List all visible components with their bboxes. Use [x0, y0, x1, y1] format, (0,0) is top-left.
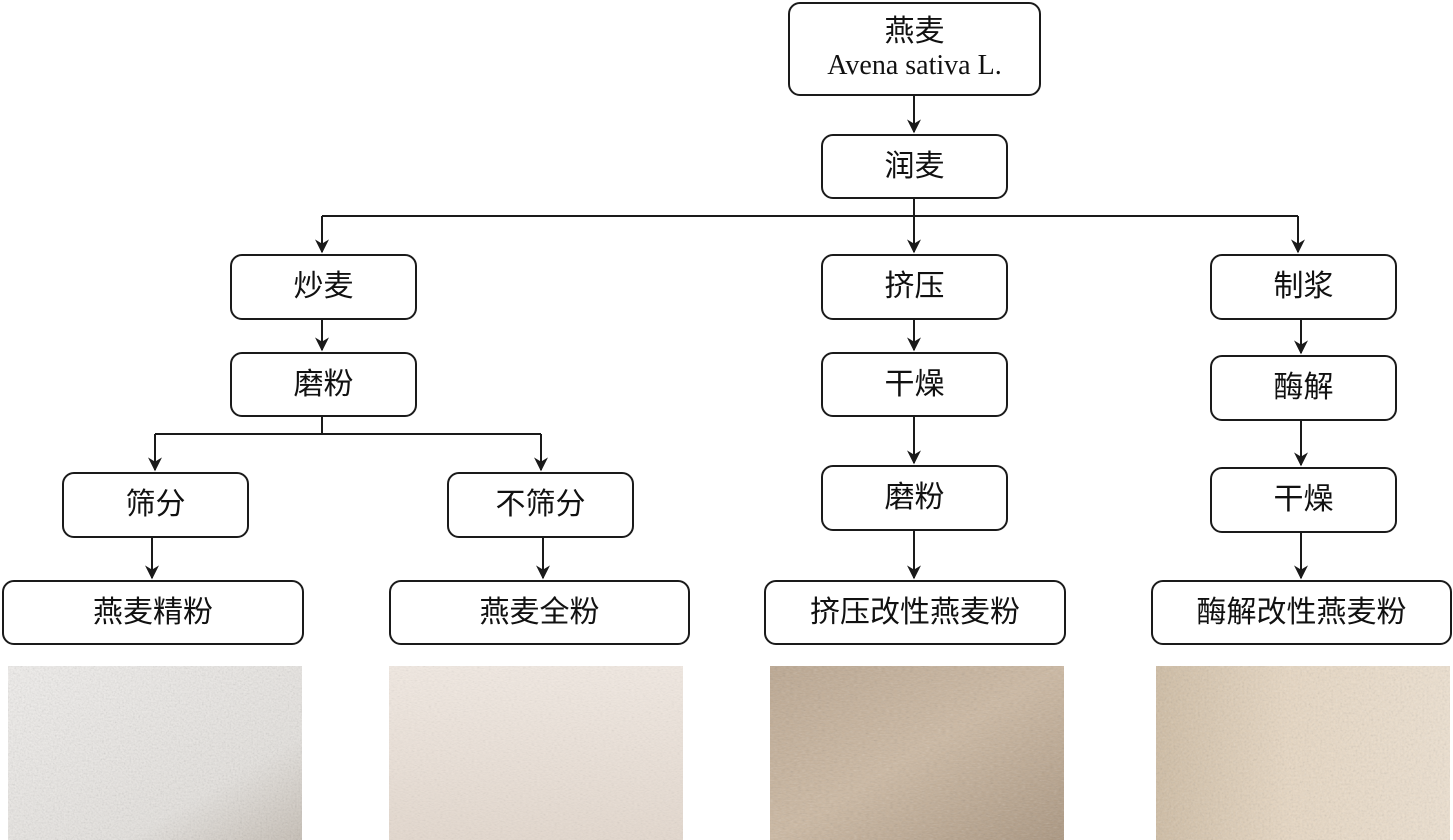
node-enzymatic-flour: 酶解改性燕麦粉: [1151, 580, 1452, 645]
node-temper: 润麦: [821, 134, 1008, 199]
node-refined-flour: 燕麦精粉: [2, 580, 304, 645]
photo-refined-flour: [8, 666, 302, 840]
node-oat-cn: 燕麦: [884, 14, 945, 49]
node-no-sieve: 不筛分: [447, 472, 634, 538]
node-oat: 燕麦 Avena sativa L.: [788, 2, 1041, 96]
node-dry-b: 干燥: [821, 352, 1008, 417]
node-roast: 炒麦: [230, 254, 417, 320]
node-oat-latin: Avena sativa L.: [827, 50, 1002, 81]
node-extruded-flour: 挤压改性燕麦粉: [764, 580, 1066, 645]
photo-extruded-flour: [770, 666, 1064, 840]
photo-enzymatic-flour: [1156, 666, 1450, 840]
node-mill-a: 磨粉: [230, 352, 417, 417]
node-enzyme: 酶解: [1210, 355, 1397, 421]
photo-whole-flour: [389, 666, 683, 840]
node-dry-c: 干燥: [1210, 467, 1397, 533]
node-extrude: 挤压: [821, 254, 1008, 320]
node-mill-b: 磨粉: [821, 465, 1008, 531]
node-whole-flour: 燕麦全粉: [389, 580, 690, 645]
node-sieve: 筛分: [62, 472, 249, 538]
node-pulp: 制浆: [1210, 254, 1397, 320]
